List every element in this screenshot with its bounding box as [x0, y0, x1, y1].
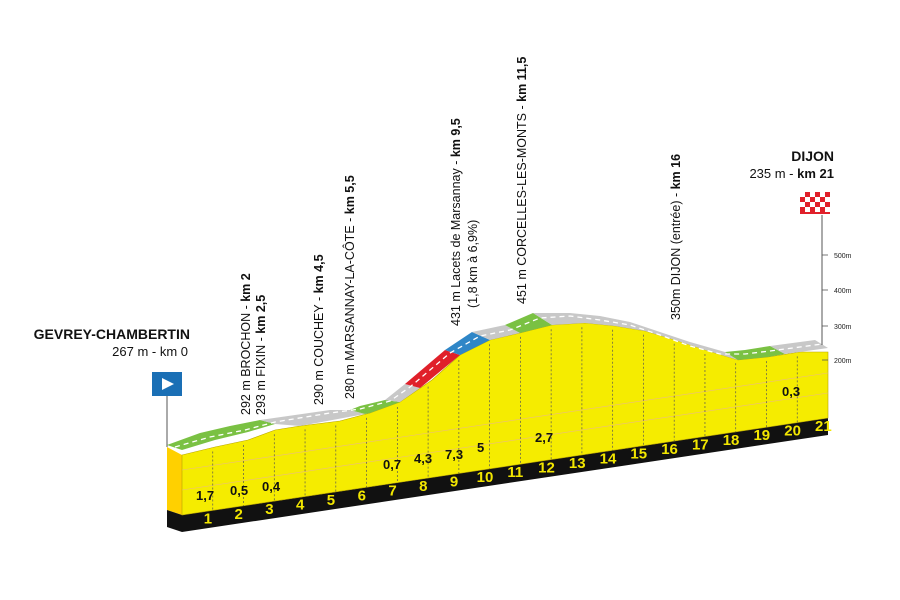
svg-text:451 m CORCELLES-LES-MONTS - km: 451 m CORCELLES-LES-MONTS - km 11,5 — [515, 57, 529, 304]
profile-side-face — [167, 447, 182, 515]
gradient-label: 5 — [477, 440, 484, 455]
svg-text:350m DIJON (entrée) - km 16: 350m DIJON (entrée) - km 16 — [669, 154, 683, 320]
altitude-label: 200m — [834, 358, 852, 365]
altitude-label: 300m — [834, 324, 852, 331]
km-marker: 11 — [507, 464, 523, 481]
profile-gridlines — [181, 372, 829, 491]
km-marker: 12 — [538, 460, 555, 477]
finish-city: DIJON — [791, 148, 834, 164]
altitude-label: 500m — [834, 253, 852, 260]
svg-text:(1,8 km à 6,9%): (1,8 km à 6,9%) — [466, 220, 480, 308]
road-centre-line — [174, 315, 823, 448]
altitude-label: 400m — [834, 288, 852, 295]
svg-text:280 m MARSANNAY-LA-CÔTE - km 5: 280 m MARSANNAY-LA-CÔTE - km 5,5 — [342, 175, 357, 399]
road-segment-flat-2 — [350, 400, 400, 414]
km-marker: 7 — [388, 483, 396, 500]
gradient-label: 0,7 — [383, 457, 401, 472]
waypoint-labels: 292 m BROCHON - km 2 293 m FIXIN - km 2,… — [239, 57, 683, 415]
km-marker: 10 — [477, 469, 494, 486]
waypoint-lacets-marsannay: 431 m Lacets de Marsannay - km 9,5 (1,8 … — [449, 118, 480, 326]
svg-text:431 m Lacets de Marsannay - km: 431 m Lacets de Marsannay - km 9,5 — [449, 118, 463, 326]
km-marker: 21 — [815, 418, 832, 435]
km-marker: 16 — [661, 441, 678, 458]
road-segment-grey-3 — [472, 325, 520, 340]
profile-base — [167, 418, 828, 532]
gradient-labels: 1,7 0,5 0,4 0,7 4,3 7,3 5 2,7 0,3 — [196, 384, 800, 503]
gradient-label: 1,7 — [196, 488, 214, 503]
km-marker: 9 — [450, 473, 458, 490]
waypoint-couchey: 290 m COUCHEY - km 4,5 — [312, 254, 326, 405]
road-segment-red — [405, 350, 460, 388]
waypoint-marsannay: 280 m MARSANNAY-LA-CÔTE - km 5,5 — [342, 175, 357, 399]
km-marker: 6 — [358, 487, 366, 504]
start-info: 267 m - km 0 — [112, 344, 188, 359]
svg-text:290 m COUCHEY - km 4,5: 290 m COUCHEY - km 4,5 — [312, 254, 326, 405]
km-marker: 8 — [419, 478, 427, 495]
gradient-label: 7,3 — [445, 447, 463, 462]
km-marker: 14 — [600, 450, 617, 467]
gradient-label: 0,5 — [230, 483, 248, 498]
gradient-label: 2,7 — [535, 430, 553, 445]
waypoint-brochon-fixin: 292 m BROCHON - km 2 293 m FIXIN - km 2,… — [239, 273, 268, 415]
finish-flag-icon — [800, 192, 830, 214]
km-marker: 5 — [327, 492, 335, 509]
svg-text:293 m FIXIN - km 2,5: 293 m FIXIN - km 2,5 — [254, 295, 268, 415]
km-marker: 4 — [296, 497, 305, 514]
km-marker: 19 — [753, 427, 770, 444]
gradient-label: 0,3 — [782, 384, 800, 399]
start-city: GEVREY-CHAMBERTIN — [34, 326, 190, 342]
altitude-scale: 500m 400m 300m 200m — [822, 253, 852, 365]
svg-text:292 m BROCHON - km 2: 292 m BROCHON - km 2 — [239, 273, 253, 415]
waypoint-dijon-entree: 350m DIJON (entrée) - km 16 — [669, 154, 683, 320]
road-segment-grey-1 — [260, 410, 365, 426]
km-dividers — [212, 327, 798, 511]
km-marker: 18 — [723, 432, 740, 449]
km-marker: 15 — [630, 446, 647, 463]
waypoint-corcelles: 451 m CORCELLES-LES-MONTS - km 11,5 — [515, 57, 529, 304]
km-marker: 2 — [235, 506, 243, 523]
gradient-label: 4,3 — [414, 451, 432, 466]
km-marker: 20 — [784, 423, 801, 440]
km-marker: 1 — [204, 510, 212, 527]
finish-info: 235 m - km 21 — [749, 166, 834, 181]
km-marker: 17 — [692, 436, 709, 453]
km-marker: 13 — [569, 455, 586, 472]
start-flag-icon — [152, 372, 182, 396]
km-marker: 3 — [265, 501, 273, 518]
gradient-label: 0,4 — [262, 479, 281, 494]
